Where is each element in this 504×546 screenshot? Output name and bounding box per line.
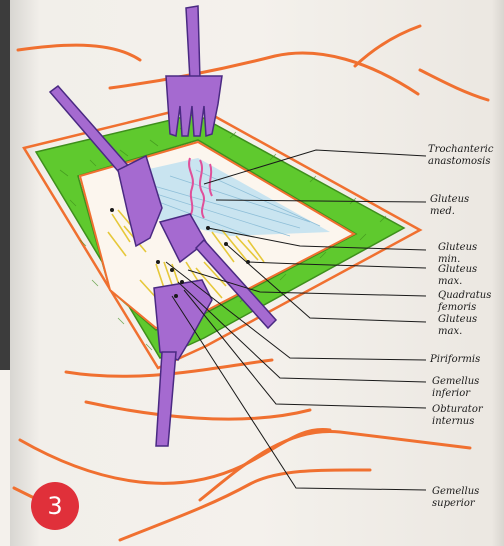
- label-line: Quadratus: [438, 290, 491, 302]
- label-gluteus-max-lower: Gluteus max.: [438, 314, 477, 338]
- label-piriformis: Piriformis: [430, 354, 480, 366]
- label-gluteus-min: Gluteus min.: [438, 242, 477, 266]
- label-line: med.: [430, 206, 469, 218]
- skin-line-bottom-left: [20, 429, 330, 483]
- label-line: max.: [438, 326, 477, 338]
- skin-line-top-middle: [110, 53, 418, 94]
- skin-line-top-right: [355, 26, 420, 66]
- label-gemellus-superior: Gemellus superior: [432, 486, 479, 510]
- label-obturator-internus: Obturator internus: [432, 404, 483, 428]
- skin-line-lower-middle: [86, 402, 310, 419]
- label-line: Obturator: [432, 404, 483, 416]
- label-line: Gemellus: [432, 486, 479, 498]
- label-line: Trochanteric: [428, 144, 493, 156]
- label-gemellus-inferior: Gemellus inferior: [432, 376, 479, 400]
- paper-right-shadow: [492, 0, 504, 546]
- skin-line-bottom-swoop: [120, 470, 370, 540]
- label-gluteus-max-upper: Gluteus max.: [438, 264, 477, 288]
- label-line: Gluteus: [438, 242, 477, 254]
- label-line: anastomosis: [428, 156, 493, 168]
- label-quadratus-femoris: Quadratus femoris: [438, 290, 491, 314]
- label-line: Gluteus: [438, 314, 477, 326]
- label-gluteus-med: Gluteus med.: [430, 194, 469, 218]
- label-line: femoris: [438, 302, 491, 314]
- skin-line-top-left: [18, 45, 140, 60]
- label-trochanteric-anastomosis: Trochanteric anastomosis: [428, 144, 493, 168]
- label-line: inferior: [432, 388, 479, 400]
- skin-line-mid-right: [420, 70, 488, 100]
- label-line: Gemellus: [432, 376, 479, 388]
- label-line: Piriformis: [430, 354, 480, 366]
- label-line: internus: [432, 416, 483, 428]
- figure-number-badge: 3: [31, 482, 79, 530]
- retractor-bottom: [154, 280, 212, 446]
- label-line: Gluteus: [430, 194, 469, 206]
- label-line: Gluteus: [438, 264, 477, 276]
- label-line: max.: [438, 276, 477, 288]
- label-line: superior: [432, 498, 479, 510]
